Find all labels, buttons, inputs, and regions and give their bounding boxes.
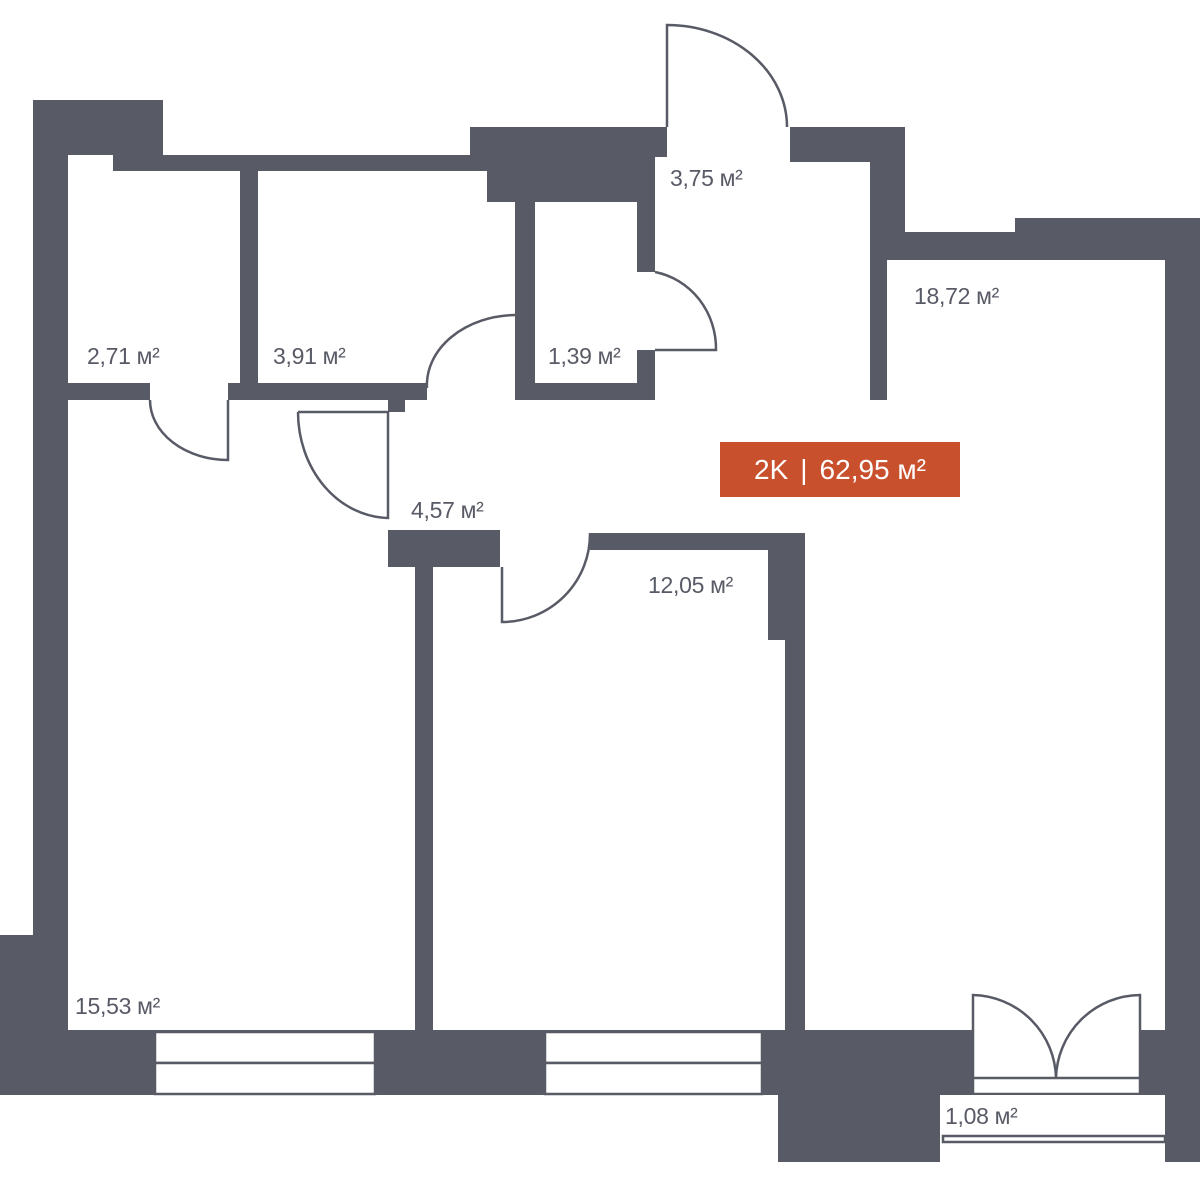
room-area-bathroom: 3,91 м² xyxy=(273,343,346,369)
apartment-summary-badge: 2K | 62,95 м² xyxy=(720,442,960,497)
apartment-type: 2K xyxy=(754,453,789,485)
room-area-storage: 2,71 м² xyxy=(87,343,160,369)
room-area-bedroom-1: 15,53 м² xyxy=(75,993,161,1019)
windows xyxy=(153,1030,1167,1144)
room-area-hallway: 4,57 м² xyxy=(411,497,484,523)
badge-separator: | xyxy=(800,453,808,485)
apartment-total-area: 62,95 м² xyxy=(819,453,926,485)
room-area-entrance-hall: 3,75 м² xyxy=(670,165,743,191)
walls xyxy=(0,100,1200,1162)
room-area-bedroom-2: 12,05 м² xyxy=(648,572,734,598)
room-area-balcony: 1,08 м² xyxy=(945,1103,1018,1129)
doors xyxy=(148,23,1142,1079)
room-area-wc: 1,39 м² xyxy=(548,343,621,369)
room-area-kitchen-living: 18,72 м² xyxy=(914,283,1000,309)
